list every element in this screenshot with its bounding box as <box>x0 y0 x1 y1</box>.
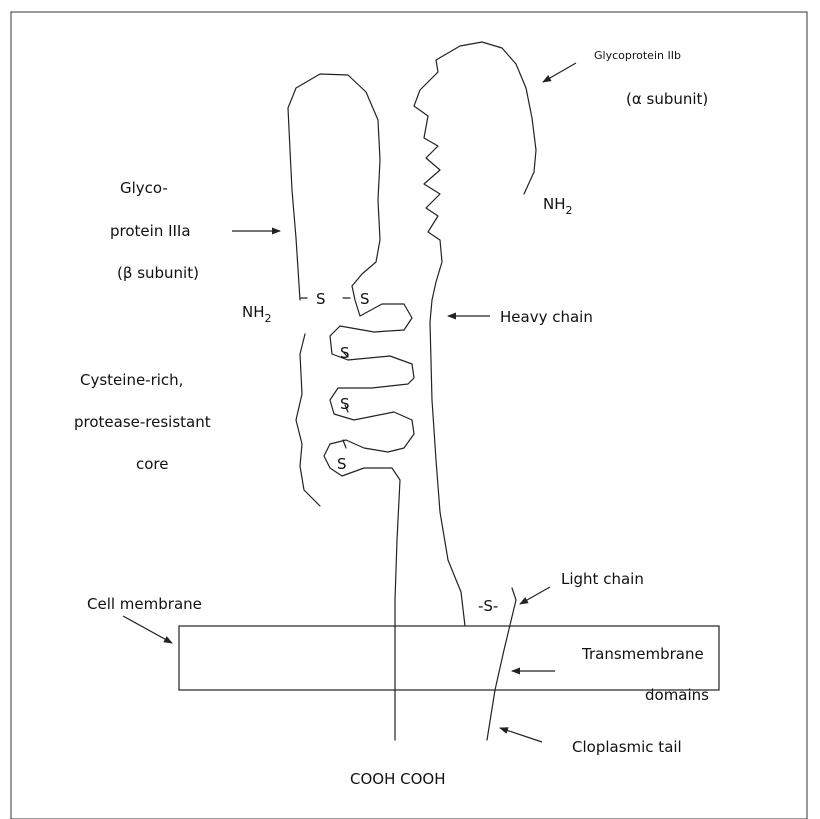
beta-core-left-edge <box>296 334 320 506</box>
s-loop3-label: S <box>337 455 347 473</box>
light-chain-arrow <box>520 587 550 604</box>
nh2-beta-label: NH2 <box>242 303 272 325</box>
gp3a-line2: protein IIIa <box>110 222 191 240</box>
cytoplasmic-tail-label: Cloplasmic tail <box>572 738 682 756</box>
s-right-label: S <box>360 290 370 308</box>
s-loop2-label: S <box>340 395 350 413</box>
gp2b-arrow <box>543 63 576 82</box>
nh2-alpha-label: NH2 <box>543 195 573 217</box>
transmembrane-line2: domains <box>645 686 709 704</box>
heavy-chain-label: Heavy chain <box>500 308 593 326</box>
cytoplasmic-tail-arrow <box>500 728 542 742</box>
core-line3: core <box>136 455 169 473</box>
beta-subunit-chain <box>288 74 414 740</box>
cell-membrane-label: Cell membrane <box>87 595 202 613</box>
gp3a-line1: Glyco- <box>120 179 168 197</box>
disulfide-label: -S- <box>478 597 498 615</box>
alpha-heavy-chain <box>414 42 536 626</box>
cell-membrane-arrow <box>123 616 172 643</box>
core-line1: Cysteine-rich, <box>80 371 183 389</box>
light-chain-label: Light chain <box>561 570 644 588</box>
cooh-label: COOH COOH <box>350 770 446 788</box>
transmembrane-line1: Transmembrane <box>581 645 704 663</box>
s-left-label: S <box>316 290 326 308</box>
s-loop3-tick <box>343 440 346 448</box>
gp2b-alpha: (α subunit) <box>626 90 708 108</box>
s-loop1-label: S <box>340 344 350 362</box>
core-line2: protease-resistant <box>74 413 211 431</box>
gp2b-title: Glycoprotein IIb <box>594 49 681 62</box>
gp3a-line3: (β subunit) <box>117 264 199 282</box>
